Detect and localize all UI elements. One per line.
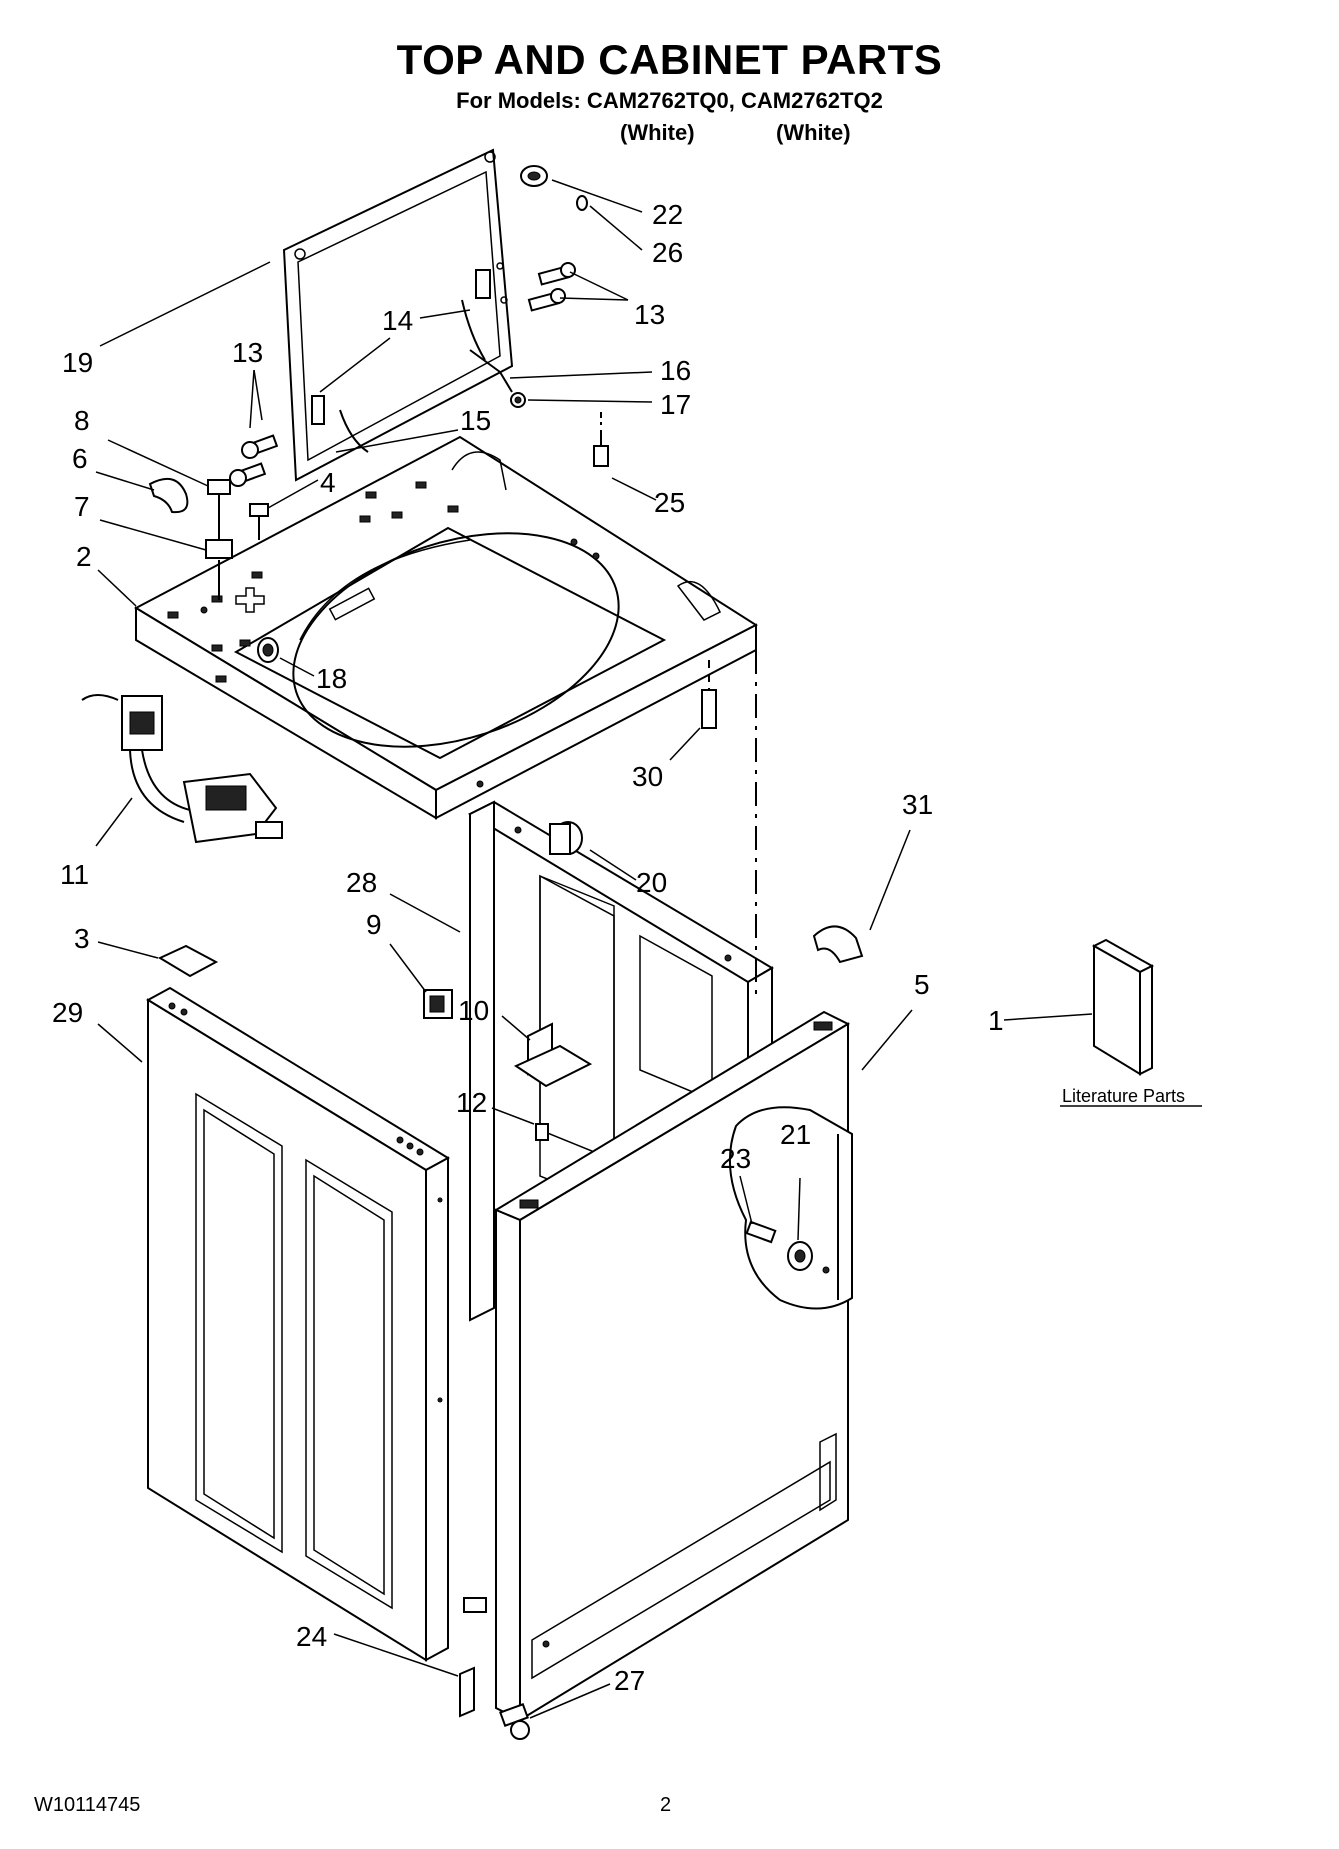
switch-part-30: [701, 660, 717, 729]
callout-4: 4: [320, 467, 336, 498]
bracket-part-24: [459, 1666, 475, 1718]
callout-17: 17: [660, 389, 691, 420]
callout-11: 11: [60, 859, 89, 890]
pad-part-3: [157, 944, 219, 978]
callout-25: 25: [654, 487, 685, 518]
clip-part-9: [423, 989, 453, 1019]
callout-13-left: 13: [232, 337, 263, 368]
literature-parts-label: Literature Parts: [1062, 1086, 1185, 1106]
literature-book-part-1: [1091, 938, 1155, 1076]
callout-7: 7: [74, 491, 90, 522]
callout-3: 3: [74, 923, 90, 954]
callout-18: 18: [316, 663, 347, 694]
side-panel-part-5: [493, 1010, 853, 1722]
callout-30: 30: [632, 761, 663, 792]
bumper-part-20: [549, 821, 583, 855]
foot-block: [463, 1597, 487, 1613]
bolt-part-8: [207, 479, 231, 600]
callout-27: 27: [614, 1665, 645, 1696]
callout-16: 16: [660, 355, 691, 386]
screw-part-12: [535, 1123, 549, 1141]
grommet-part-22: [520, 165, 588, 211]
callout-31: 31: [902, 789, 933, 820]
screw-part-13-left: [229, 434, 279, 487]
wire-harness-part-11: [81, 694, 283, 844]
callout-2: 2: [76, 541, 92, 572]
callout-19: 19: [62, 347, 93, 378]
model-subtitle: For Models: CAM2762TQ0, CAM2762TQ2: [456, 88, 883, 113]
callout-1: 1: [988, 1005, 1004, 1036]
clip-part-6: [148, 477, 189, 514]
variant-label-1: (White): [620, 120, 695, 145]
screw-part-13-right: [527, 262, 576, 312]
nut-part-7: [205, 539, 233, 559]
callout-8: 8: [74, 405, 90, 436]
clip-part-31: [812, 925, 864, 964]
callout-29: 29: [52, 997, 83, 1028]
screw-part-27: [499, 1703, 530, 1740]
callout-28: 28: [346, 867, 377, 898]
callout-20: 20: [636, 867, 667, 898]
lid-part-19: [282, 148, 514, 482]
screw-part-25: [593, 412, 609, 467]
side-panel-part-29: [146, 986, 450, 1662]
callout-14: 14: [382, 305, 413, 336]
callout-23: 23: [720, 1143, 751, 1174]
document-number: W10114745: [34, 1794, 141, 1816]
callout-6: 6: [72, 443, 88, 474]
callout-24: 24: [296, 1621, 327, 1652]
page-number: 2: [660, 1794, 672, 1816]
callout-13-right: 13: [634, 299, 665, 330]
inlet-part-18: [257, 637, 279, 663]
callout-26: 26: [652, 237, 683, 268]
callout-numbers: 22 26 13 14 13 19 16 17 8 15 6 25 7 4 2 …: [52, 199, 1004, 1696]
callout-21: 21: [780, 1119, 811, 1150]
hinge-rod-part-16: [469, 349, 526, 408]
top-panel-part-2: [133, 435, 759, 820]
screw-part-4: [249, 503, 269, 540]
bracket-part-10: [513, 1022, 593, 1088]
hinge-part-14: [311, 269, 491, 453]
callout-12: 12: [456, 1087, 487, 1118]
callout-5: 5: [914, 969, 930, 1000]
callout-10: 10: [458, 995, 489, 1026]
callout-15: 15: [460, 405, 491, 436]
callout-9: 9: [366, 909, 382, 940]
variant-label-2: (White): [776, 120, 851, 145]
callout-22: 22: [652, 199, 683, 230]
page-title: TOP AND CABINET PARTS: [396, 36, 943, 83]
leader-lines: [95, 179, 1093, 1719]
